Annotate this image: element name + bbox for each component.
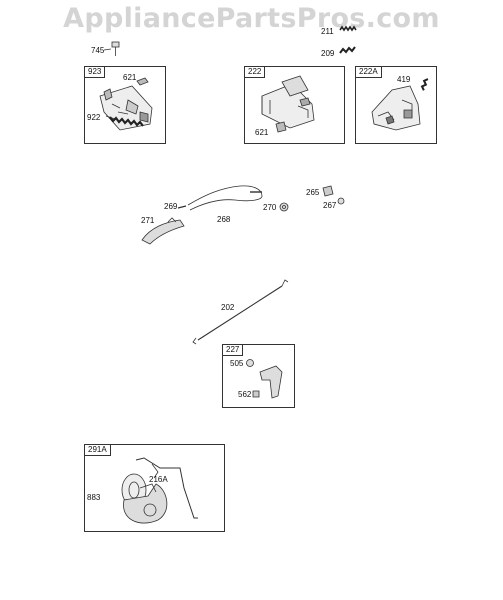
part-745-bolt-drawing [103, 41, 120, 56]
part-923-bracket-drawing [99, 85, 153, 131]
kit-box-227: 227 [222, 344, 295, 408]
part-number-562: 562 [238, 390, 252, 399]
part-505-nut-drawing [246, 359, 254, 367]
kit-label-222: 222 [245, 67, 266, 78]
part-number-419: 419 [397, 75, 411, 84]
watermark-logo: AppliancePartsPros.com [63, 3, 440, 34]
part-621-lower-clip-drawing [275, 121, 287, 133]
part-291a-air-guide-drawing [123, 483, 168, 524]
kit-label-227: 227 [223, 345, 244, 356]
part-number-265: 265 [306, 188, 320, 197]
part-number-922: 922 [87, 113, 101, 122]
part-222-bracket-drawing [261, 75, 315, 129]
part-number-209: 209 [321, 49, 335, 58]
kit-label-291a: 291A [85, 445, 111, 456]
part-211-spring-drawing [339, 25, 357, 32]
part-number-745: 745 [91, 46, 105, 55]
part-216a-link-drawing [135, 457, 198, 519]
part-271-lever-drawing [141, 217, 185, 245]
part-922-spring-drawing [109, 116, 144, 127]
part-number-268: 268 [217, 215, 231, 224]
part-267-nut-drawing [337, 197, 345, 205]
part-number-270: 270 [263, 203, 277, 212]
part-268-cable-drawing [177, 185, 263, 211]
part-number-621-upper: 621 [123, 73, 137, 82]
kit-box-923: 923 [84, 66, 166, 144]
part-202-governor-link-drawing [192, 279, 289, 345]
part-265-clamp-drawing [322, 185, 334, 197]
part-419-spring-drawing [420, 78, 429, 91]
part-number-202: 202 [221, 303, 235, 312]
part-227-lever-drawing [259, 365, 283, 399]
part-number-216a: 216A [149, 475, 168, 484]
part-number-267: 267 [323, 201, 337, 210]
part-number-211: 211 [321, 27, 334, 36]
part-number-269: 269 [164, 202, 178, 211]
part-209-spring-drawing [339, 46, 356, 54]
kit-box-291a: 291A [84, 444, 225, 532]
kit-label-923: 923 [85, 67, 106, 78]
part-621-clip-drawing [136, 77, 149, 86]
part-222a-bracket-drawing [371, 85, 421, 131]
kit-box-222: 222 [244, 66, 345, 144]
part-number-505: 505 [230, 359, 244, 368]
part-number-621-lower: 621 [255, 128, 269, 137]
kit-label-222a: 222A [356, 67, 382, 78]
kit-box-222a: 222A [355, 66, 437, 144]
part-number-883: 883 [87, 493, 101, 502]
part-number-271: 271 [141, 216, 155, 225]
part-270-nut-drawing [279, 202, 289, 212]
part-562-bolt-drawing [252, 390, 260, 398]
